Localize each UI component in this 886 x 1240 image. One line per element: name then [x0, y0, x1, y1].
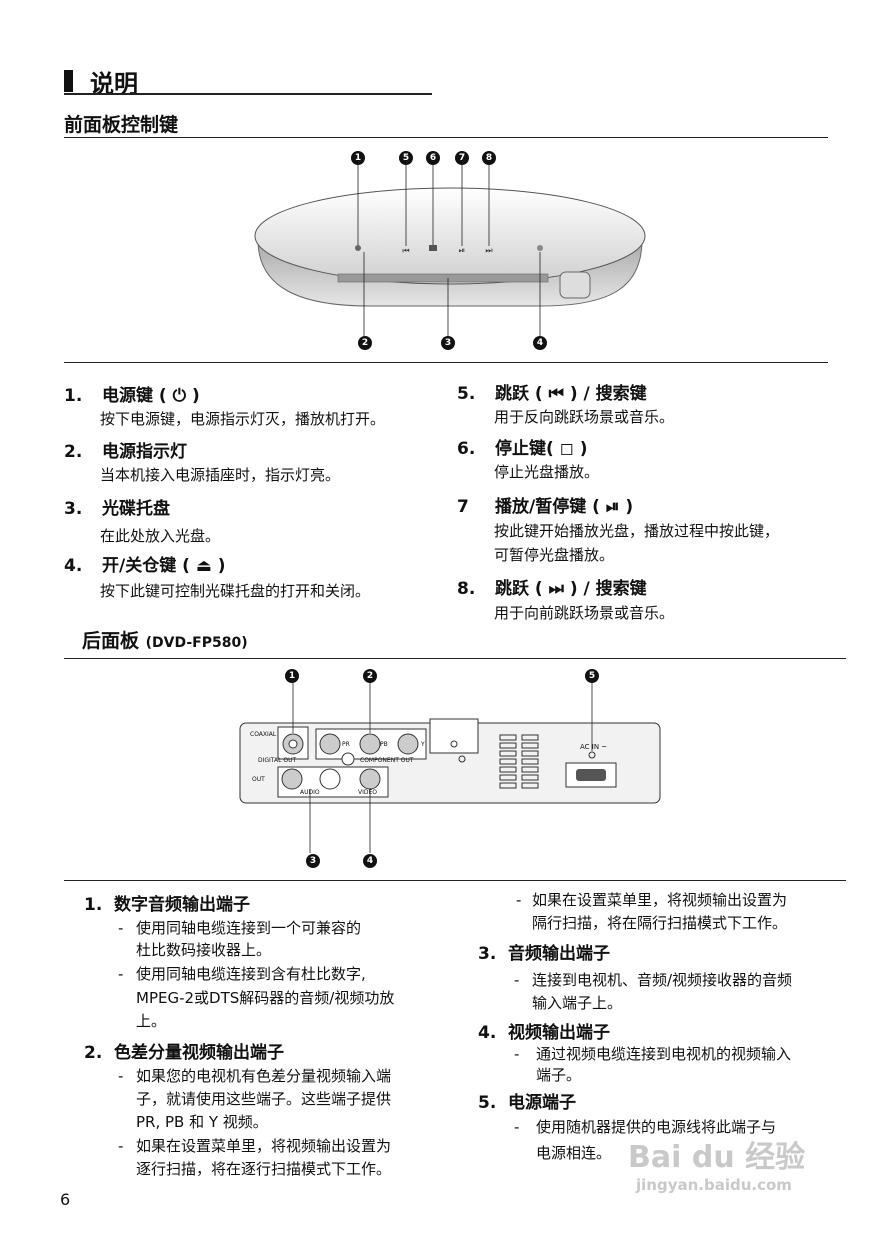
- rear-item-heading: 1.数字音频输出端子: [84, 895, 250, 915]
- rear-callout: 5: [585, 669, 599, 683]
- audio-label: AUDIO: [300, 789, 320, 796]
- rear-item-line: 子，就请使用这些端子。这些端子提供: [136, 1090, 392, 1108]
- front-item-heading: 1.电源键 ( ⏻ ): [64, 386, 200, 406]
- baidu-watermark-logo: Bai du 经验: [628, 1140, 806, 1175]
- rear-item-line: 隔行扫描，将在隔行扫描模式下工作。: [532, 914, 788, 932]
- dvd-player-front-svg: ⏮ ⏯ ⏭: [254, 162, 646, 336]
- rear-callout: 2: [363, 669, 377, 683]
- rear-item-line: -通过视频电缆连接到电视机的视频输入: [514, 1045, 792, 1063]
- front-callout: 3: [441, 336, 455, 350]
- rear-item-line: PR, PB 和 Y 视频。: [136, 1113, 268, 1131]
- front-item-heading: 4.开/关仓键 ( ⏏ ): [64, 556, 226, 576]
- rear-item-heading: 4.视频输出端子: [478, 1023, 610, 1043]
- front-item-desc: 在此处放入光盘。: [100, 527, 221, 545]
- svg-text:⏯: ⏯: [459, 246, 465, 255]
- rear-item-line: 电源相连。: [536, 1144, 612, 1162]
- svg-text:⏭: ⏭: [485, 246, 492, 255]
- svg-text:⏮: ⏮: [402, 246, 409, 255]
- digital-out-label: DIGITAL OUT: [258, 757, 297, 764]
- front-top-rule: [64, 137, 828, 138]
- baidu-watermark-url: jingyan.baidu.com: [636, 1176, 792, 1194]
- rear-panel-title: 后面板 (DVD-FP580): [82, 630, 248, 652]
- front-item-desc: 可暂停光盘播放。: [494, 546, 615, 564]
- front-item-heading: 6.停止键( ◻ ): [457, 439, 588, 459]
- rear-item-line: -使用同轴电缆连接到一个可兼容的: [118, 919, 362, 937]
- y-label: Y: [421, 741, 425, 748]
- title-underline: [64, 93, 432, 95]
- front-callout: 1: [351, 151, 365, 165]
- section-marker: [64, 70, 73, 92]
- rear-item-heading: 5.电源端子: [478, 1093, 576, 1113]
- rear-callout: 1: [285, 669, 299, 683]
- rear-item-line: 逐行扫描，将在逐行扫描模式下工作。: [136, 1160, 392, 1178]
- front-callout: 6: [426, 151, 440, 165]
- front-item-desc: 当本机接入电源插座时，指示灯亮。: [100, 466, 341, 484]
- front-item-desc: 按下此键可控制光碟托盘的打开和关闭。: [100, 582, 371, 600]
- rear-item-line: 输入端子上。: [532, 994, 623, 1012]
- front-callout: 5: [399, 151, 413, 165]
- front-item-heading: 2.电源指示灯: [64, 442, 187, 462]
- rear-callout: 3: [306, 854, 320, 868]
- rear-callout: 4: [363, 854, 377, 868]
- front-item-desc: 停止光盘播放。: [494, 463, 600, 481]
- rear-item-line: -使用同轴电缆连接到含有杜比数字,: [118, 965, 366, 983]
- rear-item-line: -如果在设置菜单里，将视频输出设置为: [118, 1137, 392, 1155]
- front-panel-title: 前面板控制键: [64, 114, 179, 136]
- rear-item-line: 上。: [136, 1012, 167, 1030]
- front-item-heading: 5.跳跃 ( ⏮ ) / 搜索键: [457, 384, 647, 404]
- front-item-desc: 用于向前跳跃场景或音乐。: [494, 604, 675, 622]
- rear-item-heading: 2.色差分量视频输出端子: [84, 1043, 284, 1063]
- front-callout: 7: [455, 151, 469, 165]
- out-label: OUT: [252, 776, 265, 783]
- rear-bottom-rule: [64, 880, 846, 881]
- rear-item-line: -使用随机器提供的电源线将此端子与: [514, 1118, 777, 1136]
- front-item-heading: 3.光碟托盘: [64, 499, 170, 519]
- front-callout: 4: [533, 336, 547, 350]
- rear-item-line: -如果在设置菜单里，将视频输出设置为: [516, 891, 788, 909]
- rear-item-line: -连接到电视机、音频/视频接收器的音频: [514, 971, 793, 989]
- front-item-desc: 按下电源键，电源指示灯灭，播放机打开。: [100, 410, 386, 428]
- component-out-label: COMPONENT OUT: [360, 757, 414, 764]
- front-panel-illustration: ⏮ ⏯ ⏭: [240, 148, 660, 353]
- front-callout: 8: [482, 151, 496, 165]
- front-bottom-rule: [64, 362, 828, 363]
- rear-item-heading: 3.音频输出端子: [478, 944, 610, 964]
- rear-top-rule: [64, 658, 846, 659]
- front-item-desc: 用于反向跳跃场景或音乐。: [494, 408, 675, 426]
- video-label: VIDEO: [358, 789, 378, 796]
- rear-panel-illustration: [230, 683, 670, 853]
- coaxial-label: COAXIAL: [250, 731, 277, 738]
- pb-label: PB: [380, 741, 388, 748]
- page-number: 6: [60, 1190, 71, 1209]
- dvd-player-rear-svg: [239, 683, 661, 853]
- pr-label: PR: [342, 741, 350, 748]
- front-callout: 2: [358, 336, 372, 350]
- front-item-desc: 按此键开始播放光盘，播放过程中按此键，: [494, 522, 780, 540]
- rear-item-line: 杜比数码接收器上。: [136, 941, 272, 959]
- front-item-heading: 8.跳跃 ( ⏭ ) / 搜索键: [457, 579, 647, 599]
- ac-in-label: AC IN ~: [580, 743, 608, 751]
- rear-item-line: -如果您的电视机有色差分量视频输入端: [118, 1067, 392, 1085]
- rear-item-line: 端子。: [536, 1066, 582, 1084]
- rear-item-line: MPEG-2或DTS解码器的音频/视频功放: [136, 989, 395, 1007]
